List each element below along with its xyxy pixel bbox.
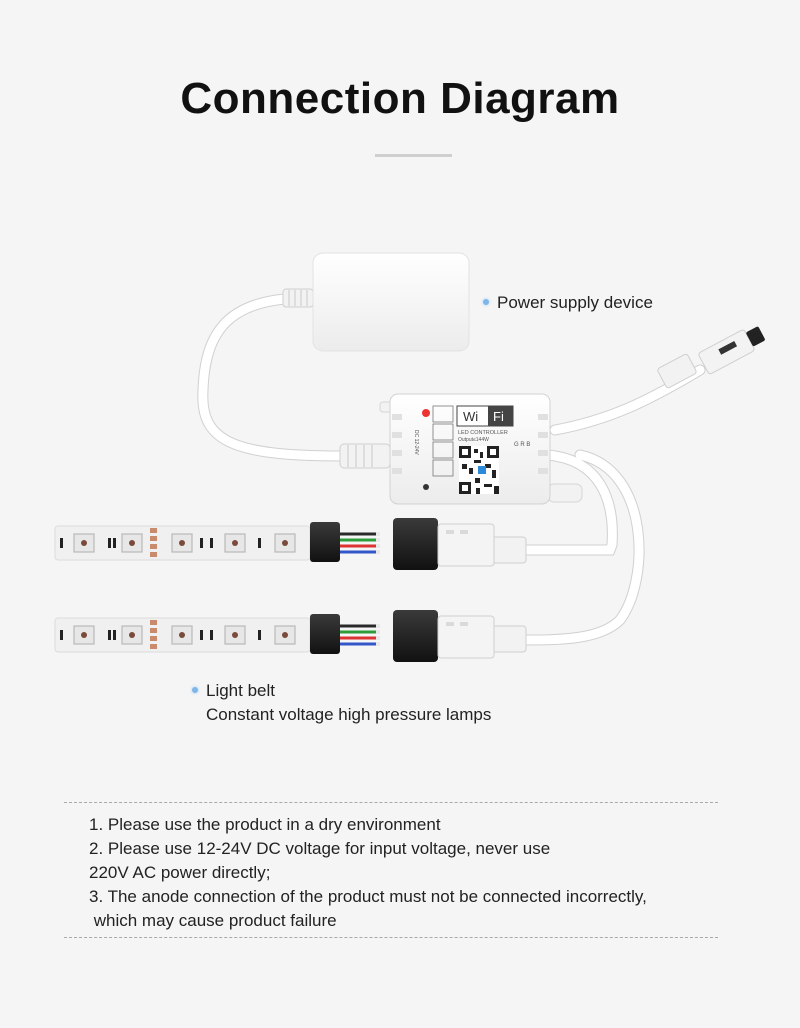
notes-list: 1. Please use the product in a dry envir… bbox=[89, 813, 647, 933]
qr-code-icon bbox=[459, 446, 499, 494]
title-underline bbox=[375, 154, 452, 157]
cables bbox=[197, 292, 706, 646]
page-title: Connection Diagram bbox=[180, 74, 620, 123]
led-strip-upper bbox=[54, 525, 311, 561]
controller-output: Output≤144W bbox=[458, 437, 489, 443]
callout-power-supply: Power supply device bbox=[497, 293, 653, 312]
dc-plug bbox=[698, 326, 765, 375]
controller-grb: G R B bbox=[514, 442, 530, 448]
callout-light-belt-sub: Constant voltage high pressure lamps bbox=[206, 705, 492, 724]
led-strip-lower bbox=[54, 617, 311, 653]
notes-top-divider bbox=[64, 802, 718, 803]
note-line: 3. The anode connection of the product m… bbox=[89, 887, 647, 906]
note-line: 220V AC power directly; bbox=[89, 863, 271, 882]
callout-light-belt: Light belt bbox=[206, 681, 275, 700]
wifi-controller: Wi Fi LED CONTROLLER Output≤144W DC 12-2… bbox=[379, 393, 583, 505]
power-supply-box bbox=[312, 252, 470, 352]
note-line: 2. Please use 12-24V DC voltage for inpu… bbox=[89, 839, 551, 858]
rgb-connector-upper bbox=[310, 518, 495, 570]
strain-reliefs bbox=[282, 288, 697, 653]
controller-dc-label: DC 12-24V bbox=[413, 430, 419, 455]
note-line: which may cause product failure bbox=[89, 911, 337, 930]
wifi-text-right: Fi bbox=[493, 409, 504, 424]
wifi-text-left: Wi bbox=[463, 409, 478, 424]
rgb-connector-lower bbox=[310, 610, 495, 662]
bullet-dot-icon bbox=[483, 299, 489, 305]
bullet-dot-icon bbox=[192, 687, 198, 693]
notes-bottom-divider bbox=[64, 937, 718, 938]
connection-diagram: Wi Fi LED CONTROLLER Output≤144W DC 12-2… bbox=[54, 252, 765, 662]
controller-label: LED CONTROLLER bbox=[458, 430, 508, 436]
note-line: 1. Please use the product in a dry envir… bbox=[89, 815, 441, 834]
